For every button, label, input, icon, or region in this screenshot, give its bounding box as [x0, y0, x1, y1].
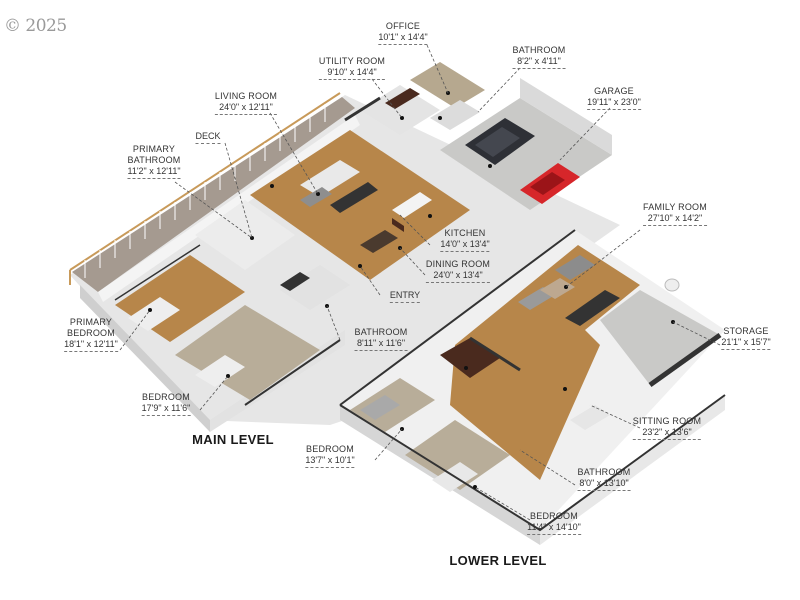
room-dimensions: 27'10" x 14'2"	[643, 213, 707, 226]
room-dimensions: 11'4" x 14'10"	[527, 522, 581, 535]
bedroom-lower-2-floor	[405, 420, 510, 490]
storage-floor	[600, 290, 720, 385]
room-name: BEDROOM	[142, 392, 190, 402]
room-dimensions: 8'11" x 11'6"	[354, 338, 408, 351]
room-dimensions: 24'0" x 13'4"	[425, 270, 491, 283]
room-name: BEDROOM	[530, 511, 578, 521]
room-name: DINING ROOM	[425, 259, 491, 269]
room-dimensions: 8'0" x 13'10"	[577, 478, 631, 491]
room-dimensions: 8'2" x 4'11"	[512, 56, 566, 69]
room-name: LIVING ROOM	[214, 91, 278, 101]
room-label-bedroom-lower-2: BEDROOM 11'4" x 14'10"	[527, 511, 581, 535]
room-label-bathroom-lower: BATHROOM 8'0" x 13'10"	[577, 467, 631, 491]
room-name: GARAGE	[594, 86, 634, 96]
room-label-storage: STORAGE 21'1" x 15'7"	[721, 326, 771, 350]
room-label-sitting-room: SITTING ROOM 23'2" x 13'6"	[632, 416, 702, 440]
room-dimensions: 11'2" x 12'11"	[127, 166, 181, 179]
room-label-bathroom-upper: BATHROOM 8'2" x 4'11"	[512, 45, 566, 69]
bathroom-small-floor	[430, 100, 480, 130]
room-label-bedroom-main: BEDROOM 17'9" x 11'6"	[141, 392, 191, 416]
room-dimensions: 10'1" x 14'4"	[378, 32, 428, 45]
living-dining-floor	[250, 130, 470, 280]
copyright-notice: © 2025	[4, 16, 67, 36]
room-dimensions: 9'10" x 14'4"	[318, 67, 386, 80]
room-label-office: OFFICE 10'1" x 14'4"	[378, 21, 428, 45]
room-label-dining-room: DINING ROOM 24'0" x 13'4"	[425, 259, 491, 283]
room-name: BATHROOM	[127, 155, 181, 165]
room-dimensions: 18'1" x 12'11"	[64, 339, 118, 352]
bathroom-main-floor	[280, 265, 350, 310]
room-name: BATHROOM	[354, 327, 408, 337]
room-label-utility-room: UTILITY ROOM 9'10" x 14'4"	[318, 56, 386, 80]
main-level-title: MAIN LEVEL	[192, 432, 274, 447]
room-label-bedroom-lower-1: BEDROOM 13'7" x 10'1"	[305, 444, 355, 468]
room-name: KITCHEN	[444, 228, 486, 238]
room-name: BEDROOM	[67, 328, 115, 338]
room-name: PRIMARY	[132, 144, 176, 154]
lower-level-title: LOWER LEVEL	[449, 553, 547, 568]
room-dimensions: 21'1" x 15'7"	[721, 337, 771, 350]
garage	[440, 78, 612, 210]
main-level-model	[69, 62, 620, 432]
primary-bathroom-floor	[195, 200, 295, 270]
room-name: BATHROOM	[512, 45, 566, 55]
room-name: BATHROOM	[577, 467, 631, 477]
lower-level-model	[339, 229, 726, 545]
room-name: ENTRY	[389, 290, 421, 303]
room-name: SITTING ROOM	[632, 416, 702, 426]
room-dimensions: 17'9" x 11'6"	[141, 403, 191, 416]
room-dimensions: 23'2" x 13'6"	[632, 427, 702, 440]
room-name: PRIMARY	[69, 317, 113, 327]
room-name: BEDROOM	[306, 444, 354, 454]
room-name: FAMILY ROOM	[643, 202, 707, 212]
deck	[69, 92, 355, 292]
room-label-kitchen: KITCHEN 14'0" x 13'4"	[440, 228, 490, 252]
room-label-living-room: LIVING ROOM 24'0" x 12'11"	[214, 91, 278, 115]
leader-lines	[119, 44, 721, 521]
room-name: DECK	[195, 131, 221, 144]
office-floor	[410, 62, 485, 108]
utility-room-floor	[360, 85, 440, 135]
room-name: UTILITY ROOM	[318, 56, 386, 66]
room-label-entry: ENTRY	[389, 290, 421, 303]
room-label-primary-bathroom: PRIMARY BATHROOM 11'2" x 12'11"	[127, 144, 181, 179]
room-dimensions: 14'0" x 13'4"	[440, 239, 490, 252]
room-label-bathroom-main: BATHROOM 8'11" x 11'6"	[354, 327, 408, 351]
room-dimensions: 13'7" x 10'1"	[305, 455, 355, 468]
room-name: OFFICE	[385, 21, 421, 31]
room-name: STORAGE	[723, 326, 769, 336]
room-label-family-room: FAMILY ROOM 27'10" x 14'2"	[643, 202, 707, 226]
room-label-garage: GARAGE 19'11" x 23'0"	[587, 86, 641, 110]
room-label-deck: DECK	[195, 131, 221, 144]
room-label-primary-bedroom: PRIMARY BEDROOM 18'1" x 12'11"	[64, 317, 118, 352]
room-dimensions: 24'0" x 12'11"	[214, 102, 278, 115]
room-dimensions: 19'11" x 23'0"	[587, 97, 641, 110]
